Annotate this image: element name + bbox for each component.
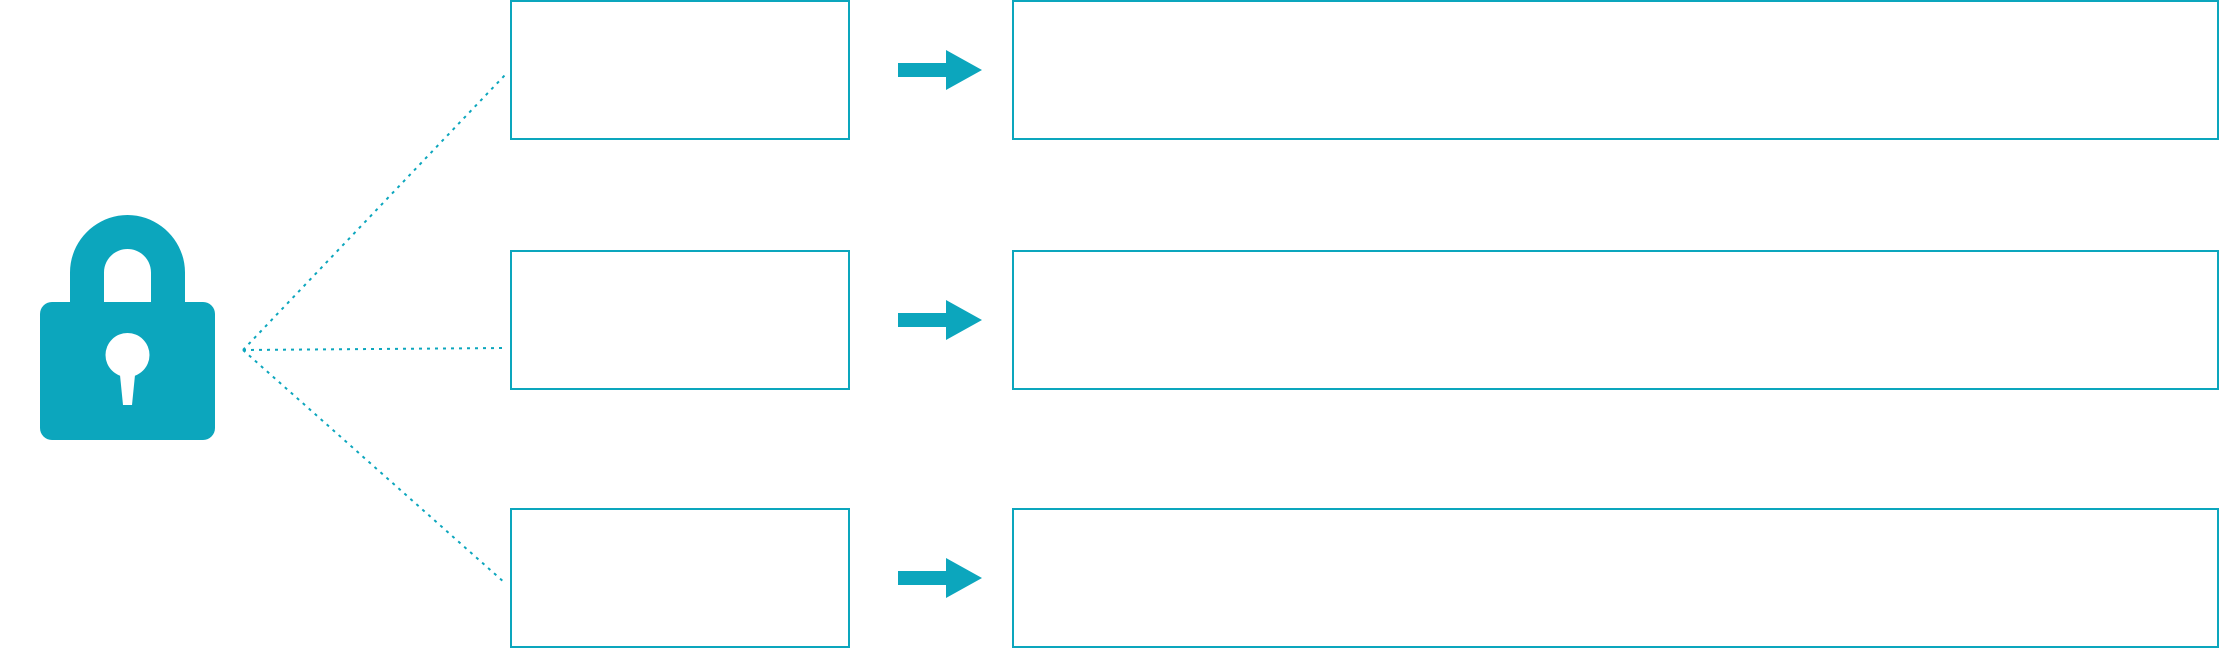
branch-3-small-box[interactable] xyxy=(510,508,850,648)
branch-2-arrow-right-icon xyxy=(898,300,982,340)
branch-3-small-box-label xyxy=(512,510,848,530)
branch-1-small-box[interactable] xyxy=(510,0,850,140)
branch-3-arrow-right-icon xyxy=(898,558,982,598)
branch-1-wide-box[interactable] xyxy=(1012,0,2219,140)
connector-line-branch-2 xyxy=(242,347,506,351)
branch-row-2 xyxy=(0,250,2229,395)
branch-2-small-box-label xyxy=(512,252,848,272)
branch-2-wide-box[interactable] xyxy=(1012,250,2219,390)
branch-row-3 xyxy=(0,508,2229,653)
branch-1-arrow-right-icon xyxy=(898,50,982,90)
branch-3-wide-box[interactable] xyxy=(1012,508,2219,648)
branch-1-wide-box-label xyxy=(1014,2,2217,22)
branch-1-small-box-label xyxy=(512,2,848,22)
lock-icon xyxy=(40,215,215,440)
connector-line-branch-3 xyxy=(242,349,506,584)
lock-icon-container xyxy=(40,215,215,440)
branch-2-wide-box-label xyxy=(1014,252,2217,272)
branch-2-small-box[interactable] xyxy=(510,250,850,390)
branch-3-wide-box-label xyxy=(1014,510,2217,530)
branch-row-1 xyxy=(0,0,2229,145)
